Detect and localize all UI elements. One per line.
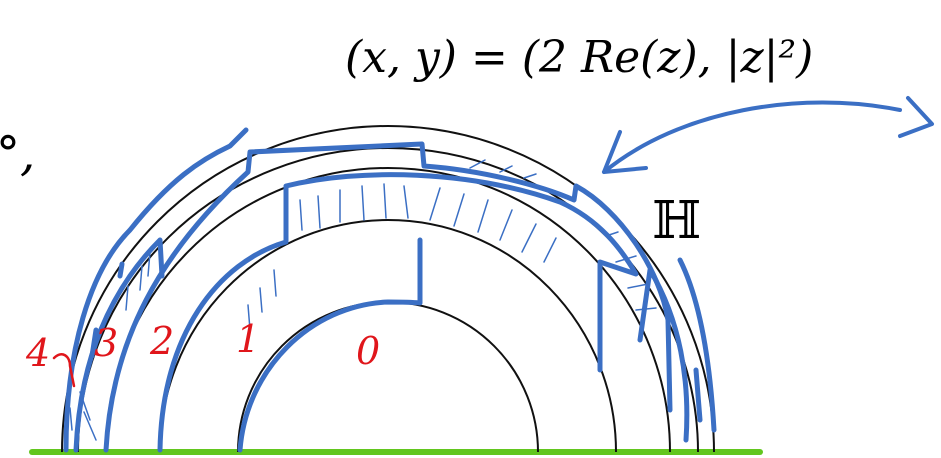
hatch-line bbox=[259, 287, 263, 313]
hatch-line bbox=[147, 251, 151, 277]
hatch-line bbox=[615, 255, 637, 263]
region-labels: 0 1 2 3 4 bbox=[25, 317, 380, 375]
hatching bbox=[69, 159, 657, 441]
region-label-0: 0 bbox=[356, 329, 380, 373]
hatch-line bbox=[299, 199, 303, 231]
hatch-line bbox=[499, 165, 513, 173]
hatch-line bbox=[403, 185, 409, 219]
hatch-line bbox=[273, 269, 277, 297]
hatch-line bbox=[469, 159, 486, 169]
hatch-line bbox=[605, 231, 619, 237]
region-label-1: 1 bbox=[236, 317, 260, 361]
hatch-line bbox=[247, 304, 251, 331]
half-plane-label: ℍ bbox=[652, 191, 701, 251]
blue-boundary-4b bbox=[677, 257, 717, 433]
arc-black-r0 bbox=[237, 301, 539, 453]
formula-text: (x, y) = (2 Re(z), |z|²) bbox=[345, 32, 813, 83]
arc-black-r1 bbox=[159, 219, 617, 453]
blue-tick-right bbox=[693, 367, 703, 423]
arrow-head-right bbox=[898, 96, 934, 138]
hatch-line bbox=[383, 183, 387, 219]
region-label-3: 3 bbox=[94, 321, 118, 365]
hatch-line bbox=[79, 391, 91, 421]
region-label-4: 4 bbox=[25, 331, 50, 375]
blue-boundary-3b bbox=[637, 267, 690, 443]
blue-boundary-0 bbox=[237, 237, 423, 453]
region-label-2: 2 bbox=[149, 319, 174, 363]
blue-boundaries bbox=[63, 127, 717, 453]
double-headed-curved-arrow-icon bbox=[602, 96, 934, 174]
blue-tick-left-b bbox=[117, 261, 125, 279]
hatch-line bbox=[83, 411, 97, 441]
hatch-line bbox=[627, 283, 649, 289]
hatch-line bbox=[477, 199, 489, 233]
blue-boundary-2 bbox=[103, 141, 673, 453]
hatch-line bbox=[125, 285, 129, 311]
left-fragment-text: °, bbox=[0, 126, 35, 182]
hatch-line bbox=[521, 223, 537, 253]
arrow-shaft bbox=[602, 100, 902, 174]
hatch-line bbox=[139, 265, 143, 291]
hatch-line bbox=[429, 187, 441, 221]
region-label-4-pointer bbox=[52, 353, 76, 388]
blue-boundary-1 bbox=[157, 172, 639, 453]
hatch-line bbox=[499, 209, 513, 241]
arc-black-r2 bbox=[105, 167, 671, 453]
arc-black-r4 bbox=[61, 125, 715, 453]
hatch-line bbox=[361, 185, 365, 221]
hatch-line bbox=[69, 407, 73, 431]
hatch-line bbox=[453, 193, 465, 227]
blue-boundary-3 bbox=[73, 237, 165, 453]
arrow-head-left bbox=[602, 130, 648, 174]
hatch-line bbox=[543, 237, 557, 263]
hatch-line bbox=[635, 307, 657, 311]
blue-tick-left-a bbox=[89, 327, 99, 359]
hatch-line bbox=[317, 195, 321, 229]
hatch-line bbox=[523, 173, 537, 179]
